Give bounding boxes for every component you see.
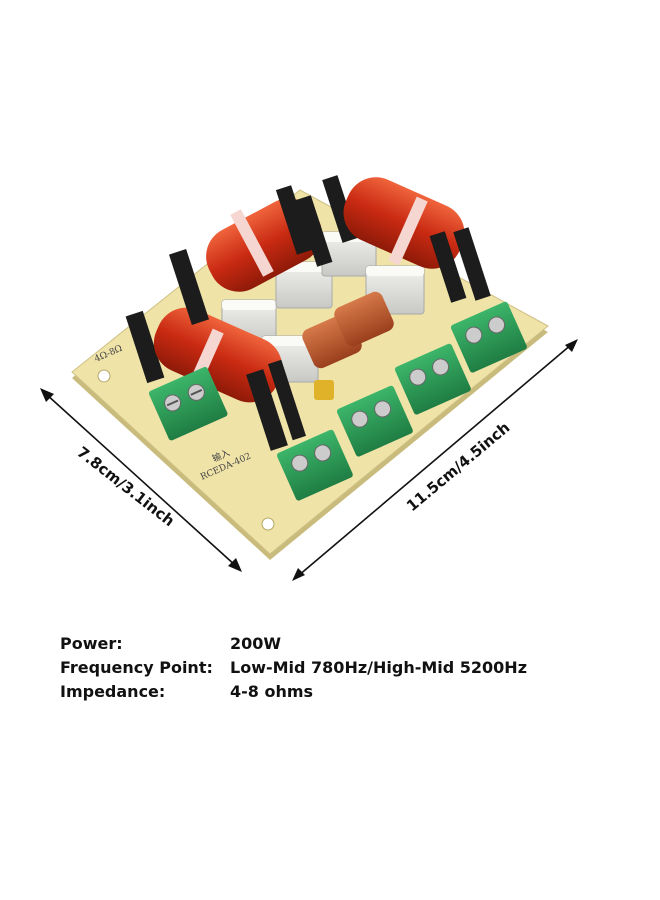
product-photo: 4Ω-8Ω 输入 RCEDA-402 xyxy=(40,175,578,581)
inductor-coil xyxy=(322,175,491,303)
spec-value: Low-Mid 780Hz/High-Mid 5200Hz xyxy=(230,658,528,677)
spec-row-impedance: Impedance: 4-8 ohms xyxy=(60,680,527,704)
length-dimension-arrow xyxy=(292,339,578,581)
spec-label: Power: xyxy=(60,634,123,653)
spec-label: Frequency Point: xyxy=(60,658,213,677)
brown-capacitors xyxy=(302,291,394,400)
output-terminals xyxy=(276,301,527,501)
spec-value: 200W xyxy=(230,634,282,653)
spec-row-power: Power: 200W xyxy=(60,632,527,656)
input-terminal xyxy=(148,366,228,441)
spec-list: Power: 200W Frequency Point: Low-Mid 780… xyxy=(60,632,527,704)
width-dimension-arrow xyxy=(40,388,242,572)
spec-row-frequency: Frequency Point: Low-Mid 780Hz/High-Mid … xyxy=(60,656,527,680)
inductor-coil xyxy=(125,307,307,451)
spec-value: 4-8 ohms xyxy=(230,682,314,701)
spec-label: Impedance: xyxy=(60,682,166,701)
inductor-coil xyxy=(169,185,333,325)
